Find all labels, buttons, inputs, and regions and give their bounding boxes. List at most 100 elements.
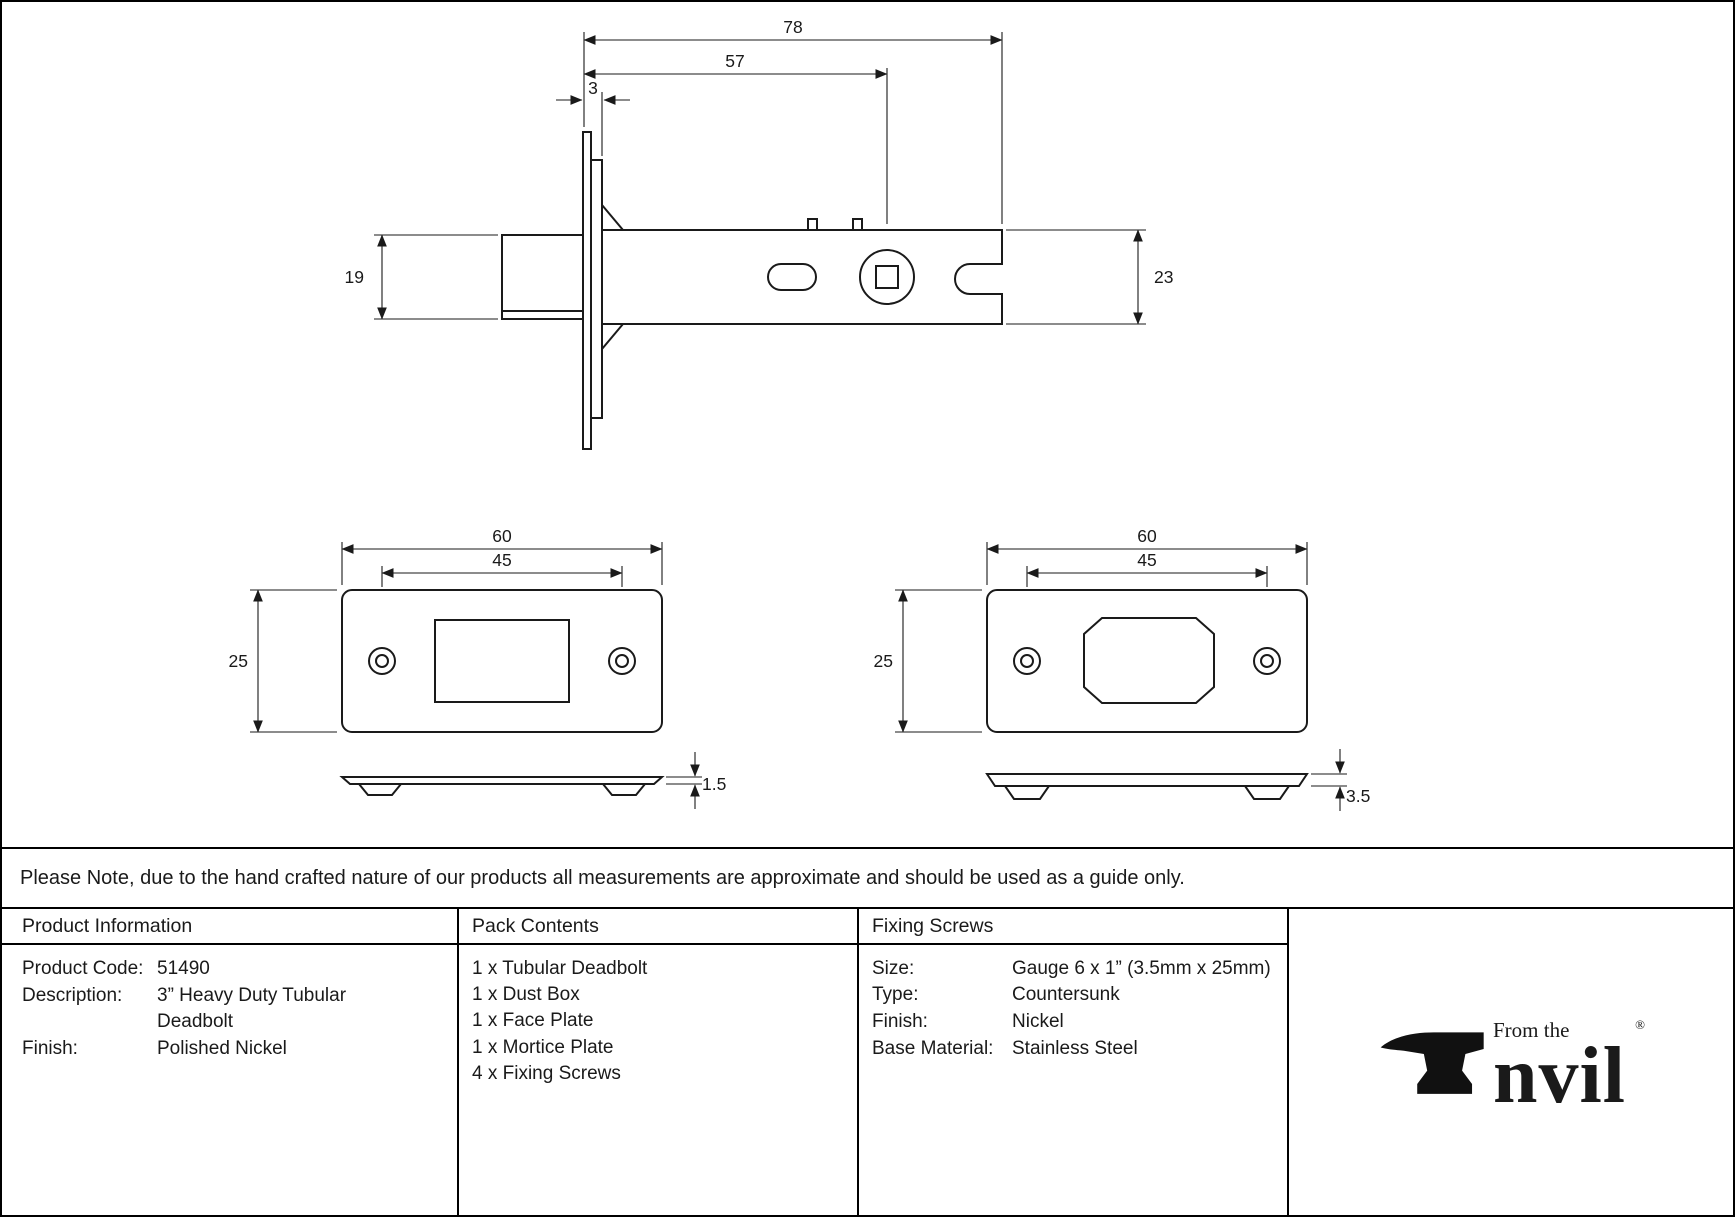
anvil-icon bbox=[1380, 1032, 1484, 1094]
technical-drawing: 78 57 3 19 23 bbox=[229, 17, 1370, 811]
dim-label-faceplate-thickness: 3 bbox=[588, 78, 598, 98]
screw-hole-inner bbox=[1260, 654, 1274, 668]
dim-label-hole-centers: 45 bbox=[1137, 550, 1156, 570]
countersink-boss bbox=[356, 783, 404, 796]
table-row: Deadbolt bbox=[22, 1011, 233, 1033]
pack-item: 1 x Mortice Plate bbox=[472, 1037, 614, 1058]
dim-label-overall: 78 bbox=[783, 17, 802, 37]
dim-label-plate-width: 60 bbox=[1137, 526, 1157, 546]
field-value: Polished Nickel bbox=[157, 1038, 287, 1059]
dim-label-plate-thickness: 3.5 bbox=[1346, 786, 1370, 806]
pack-item: 1 x Dust Box bbox=[472, 984, 580, 1005]
dim-label-hole-centers: 45 bbox=[492, 550, 511, 570]
field-label: Type: bbox=[872, 984, 919, 1005]
field-value: Deadbolt bbox=[157, 1011, 234, 1032]
countersink-boss bbox=[1003, 785, 1051, 800]
latch-case bbox=[601, 229, 1003, 325]
screw-hole-inner bbox=[1020, 654, 1034, 668]
logo-wordmark: nvil bbox=[1493, 1032, 1626, 1121]
table-divider bbox=[1287, 909, 1289, 1215]
screw-hole-inner bbox=[375, 654, 389, 668]
logo-cell: From the ® nvil bbox=[1289, 909, 1733, 1215]
header-fixing-screws: Fixing Screws bbox=[872, 915, 994, 937]
table-row: Finish: Nickel bbox=[872, 1011, 1064, 1033]
logo-tagline-text: From the bbox=[1493, 1018, 1570, 1043]
pack-item: 4 x Fixing Screws bbox=[472, 1063, 621, 1084]
list-item: 1 x Mortice Plate bbox=[472, 1037, 614, 1059]
field-label: Base Material: bbox=[872, 1038, 994, 1059]
bolt bbox=[501, 234, 584, 320]
table-row: Product Code: 51490 bbox=[22, 958, 210, 980]
face-plate-outline bbox=[341, 589, 663, 733]
dust-box-flange bbox=[590, 159, 603, 419]
measurement-note: Please Note, due to the hand crafted nat… bbox=[2, 847, 1733, 909]
list-item: 1 x Face Plate bbox=[472, 1010, 593, 1032]
field-label bbox=[22, 1011, 157, 1033]
table-row: Finish: Polished Nickel bbox=[22, 1038, 287, 1060]
screw-hole bbox=[368, 647, 396, 675]
screw-hole bbox=[608, 647, 636, 675]
face-plate-profile: 1.5 bbox=[339, 752, 726, 809]
field-value: 51490 bbox=[157, 958, 210, 979]
dim-label-case-height: 23 bbox=[1154, 267, 1173, 287]
fixing-slot bbox=[767, 263, 817, 291]
case-tab-left bbox=[807, 218, 818, 231]
header-pack-contents: Pack Contents bbox=[472, 915, 599, 937]
field-value: Gauge 6 x 1” (3.5mm x 25mm) bbox=[1012, 958, 1271, 979]
field-label: Size: bbox=[872, 958, 915, 979]
logo-tagline: From the ® bbox=[1493, 1018, 1645, 1043]
bolt-aperture bbox=[434, 619, 570, 703]
countersink-boss bbox=[600, 783, 648, 796]
face-plate-edge bbox=[582, 131, 592, 450]
dim-label-plate-width: 60 bbox=[492, 526, 512, 546]
field-value: 3” Heavy Duty Tubular bbox=[157, 985, 347, 1006]
registered-trademark: ® bbox=[1635, 1017, 1645, 1033]
flange-chamfer-bottom bbox=[601, 323, 624, 350]
field-label: Product Code: bbox=[22, 958, 144, 979]
note-text: Please Note, due to the hand crafted nat… bbox=[20, 866, 1185, 889]
dim-label-plate-height: 25 bbox=[229, 651, 248, 671]
list-item: 4 x Fixing Screws bbox=[472, 1063, 621, 1085]
field-value: Nickel bbox=[1012, 1011, 1064, 1032]
dim-label-plate-height: 25 bbox=[874, 651, 893, 671]
field-value: Countersunk bbox=[1012, 984, 1120, 1005]
field-label: Description: bbox=[22, 985, 123, 1006]
dim-label-plate-thickness: 1.5 bbox=[702, 774, 726, 794]
mortice-plate-profile-plate bbox=[985, 773, 1309, 787]
table-row: Size: Gauge 6 x 1” (3.5mm x 25mm) bbox=[872, 958, 1271, 980]
dim-label-to-spindle: 57 bbox=[725, 51, 744, 71]
spindle-boss bbox=[859, 249, 915, 305]
countersink-boss bbox=[1243, 785, 1291, 800]
table-divider bbox=[857, 909, 859, 1215]
dim-label-bolt-height: 19 bbox=[345, 267, 364, 287]
screw-hole-inner bbox=[615, 654, 629, 668]
face-plate-dimensions: 60 45 25 bbox=[229, 526, 663, 733]
spindle-square-hole bbox=[875, 265, 899, 289]
face-plate-view bbox=[341, 589, 663, 733]
table-row: Type: Countersunk bbox=[872, 984, 1120, 1006]
table-row: Description: 3” Heavy Duty Tubular bbox=[22, 985, 346, 1007]
table-row: Base Material: Stainless Steel bbox=[872, 1038, 1138, 1060]
mortice-plate-profile: 3.5 bbox=[985, 749, 1370, 811]
deadbolt-dimensions: 78 57 3 19 23 bbox=[345, 17, 1173, 325]
field-label: Finish: bbox=[22, 1038, 78, 1059]
deadbolt-side-view bbox=[501, 131, 1003, 450]
pack-item: 1 x Tubular Deadbolt bbox=[472, 958, 648, 979]
mortice-plate-view bbox=[986, 589, 1308, 733]
field-label: Finish: bbox=[872, 1011, 928, 1032]
header-product-information: Product Information bbox=[22, 915, 193, 937]
mortice-plate-dimensions: 60 45 25 bbox=[874, 526, 1308, 733]
list-item: 1 x Tubular Deadbolt bbox=[472, 958, 647, 980]
dust-box-aperture bbox=[1083, 617, 1215, 704]
screw-hole bbox=[1013, 647, 1041, 675]
table-header-divider bbox=[2, 943, 1287, 945]
anvil-logo: From the ® nvil bbox=[1379, 1018, 1645, 1121]
pack-item: 1 x Face Plate bbox=[472, 1010, 594, 1031]
list-item: 1 x Dust Box bbox=[472, 984, 580, 1006]
field-value: Stainless Steel bbox=[1012, 1038, 1138, 1059]
flange-chamfer-top bbox=[601, 204, 624, 231]
screw-hole bbox=[1253, 647, 1281, 675]
mortice-plate-outline bbox=[986, 589, 1308, 733]
case-tab-right bbox=[852, 218, 863, 231]
